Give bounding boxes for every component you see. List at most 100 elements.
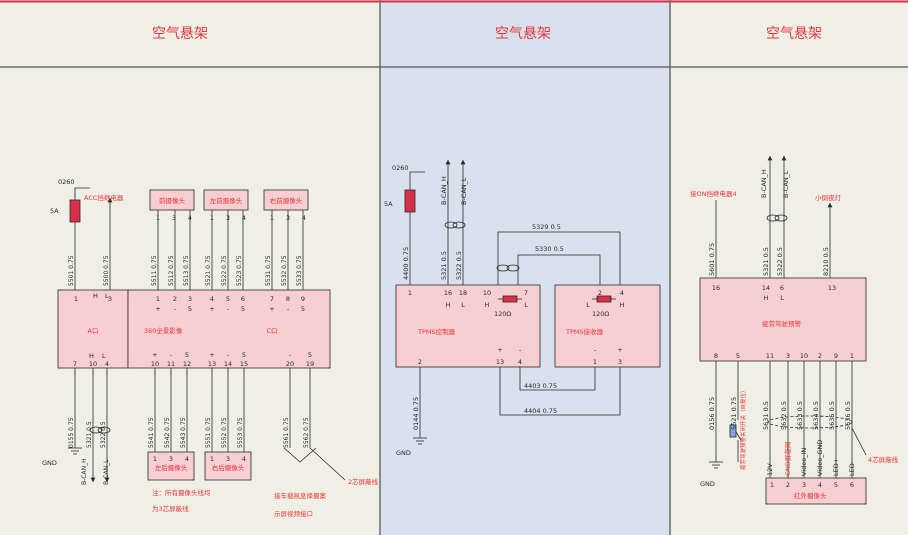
pin-hl: L [524, 301, 528, 309]
pin-number: 9 [834, 352, 838, 360]
pin-number: 3 [786, 352, 790, 360]
wire-label-top: 5511 0.75 [151, 255, 158, 286]
tpms-controller-box [395, 284, 541, 368]
mid-can-h: B-CAN_H [440, 176, 448, 205]
acc-relay-label: ACC挡继电器 [84, 193, 124, 202]
wire-label-top: 8210 0.5 [822, 247, 830, 276]
pin-number: 3 [108, 295, 112, 303]
pin-number: 13 [828, 284, 836, 292]
pin-hl: L [586, 301, 590, 309]
display-note-2: 示屏视频接口 [274, 509, 313, 518]
signal-label: Video_IN [800, 448, 808, 476]
wire-label-top: 5501 0.75 [68, 255, 75, 286]
pin-sign: - [519, 346, 522, 354]
pin-number: 15 [240, 360, 248, 368]
camera-pin: 4 [242, 455, 246, 463]
pin-sign: - [170, 351, 173, 359]
port-c-label: C口 [266, 327, 277, 335]
camera-pin: 4 [185, 455, 189, 463]
right-can-l: B-CAN_L [782, 170, 790, 198]
hl-h: H [93, 292, 98, 300]
shield-4core-label: 4芯屏蔽线 [868, 455, 899, 464]
wire-4403: 4403 0.75 [524, 382, 557, 390]
camera-pin: 1 [270, 214, 274, 222]
pin-number: 11 [766, 352, 774, 360]
shield-2core-note: 2芯屏蔽线 [348, 477, 379, 486]
pin-hl: L [780, 294, 784, 302]
pin-sign: - [227, 351, 230, 359]
pin-number: 16 [712, 284, 720, 292]
wire-label-top: 5521 0.75 [205, 255, 212, 286]
pin-hl: L [461, 301, 465, 309]
camera-pin: 4 [188, 214, 192, 222]
left-gnd-label: GND [42, 459, 57, 467]
wire-label-bottom: 5636 0.5 [844, 401, 852, 430]
wire-label-bottom: 0156 0.75 [708, 397, 716, 430]
pin-number: 6 [241, 295, 245, 303]
signal-label: Video_GND [816, 440, 824, 476]
camera-pin: 4 [242, 214, 246, 222]
resistor-2-label: 120Ω [592, 310, 609, 318]
wire-label-top: 5513 0.75 [183, 255, 190, 286]
pin-number: 3 [188, 295, 192, 303]
pin-hl: H [620, 301, 625, 309]
pin-number: 7 [270, 295, 274, 303]
front-right-camera-box [263, 189, 309, 211]
pin-number: 10 [483, 289, 491, 297]
pin-sign: - [227, 305, 230, 313]
pin-number: 14 [762, 284, 770, 292]
pin-sign: + [617, 346, 622, 354]
camera-pin: 3 [169, 455, 173, 463]
wire-label-bottom: 5635 0.5 [828, 401, 836, 430]
camera-pin: 3 [226, 214, 230, 222]
hl-l: L [105, 292, 109, 300]
pin-number: 4 [620, 289, 624, 297]
wire-label-top: 5500 0.75 [103, 255, 110, 286]
rear-left-camera-label: 左后摄像头 [155, 463, 188, 472]
wire-label-top: 5522 0.75 [221, 255, 228, 286]
mid-fuse-rating: 5A [384, 200, 393, 208]
pin-number: 4 [105, 360, 109, 368]
pin-number: 16 [444, 289, 452, 297]
camera-note-1: 注：所有摄像头线均 [152, 488, 211, 497]
wire-label-bottom: 5621 0.75 [730, 397, 738, 430]
signal-label: GND屏蔽网 [783, 442, 792, 476]
pin-number: 4 [518, 358, 522, 366]
left-panel [57, 187, 346, 483]
pin-number: 5 [736, 352, 740, 360]
ir-pin: 6 [850, 481, 854, 489]
pin-sign: - [594, 346, 597, 354]
camera-pin: 1 [156, 214, 160, 222]
display-note-1: 接车载氛息择摄案 [274, 491, 327, 500]
wire-label-bottom: 5551 0.75 [205, 417, 212, 448]
rear-right-camera-label: 右后摄像头 [212, 463, 245, 472]
right-gnd-label: GND [700, 480, 715, 488]
front-camera-label: 前摄像头 [159, 196, 186, 205]
wire-label-bottom: 5321 0.5 [86, 421, 93, 448]
wire-label-bottom: 5552 0.75 [221, 417, 228, 448]
wire-label-bottom: 5562 0.75 [303, 417, 310, 448]
pin-number: 8 [714, 352, 718, 360]
pin-sign: - [287, 305, 290, 313]
fuse-5a-left [69, 199, 81, 223]
front-right-camera-label: 右前摄像头 [270, 196, 303, 205]
pin-sign: 5 [241, 305, 245, 313]
wire-4400: 4400 0.75 [402, 247, 410, 280]
wire-label-top: 5601 0.75 [708, 243, 716, 276]
on-relay-label: 接ON挡继电器4 [690, 189, 737, 198]
ir-camera-box [765, 477, 867, 505]
ir-pin: 2 [786, 481, 790, 489]
signal-label: 12V [766, 463, 774, 476]
port-a-box [57, 289, 129, 369]
left-can-h: B-CAN_H [81, 458, 88, 485]
pin-sign: - [174, 305, 177, 313]
camera-pin: 4 [302, 214, 306, 222]
small-light-label: 小倒夜灯 [815, 193, 842, 202]
mid-can-l: B-CAN_L [460, 177, 468, 205]
camera-pin: 3 [172, 214, 176, 222]
ir-pin: 3 [802, 481, 806, 489]
fatigue-warning-box [699, 277, 867, 362]
pin-number: 1 [850, 352, 854, 360]
pin-sign: 5 [308, 351, 312, 359]
wire-5330: 5330 0.5 [535, 245, 564, 253]
